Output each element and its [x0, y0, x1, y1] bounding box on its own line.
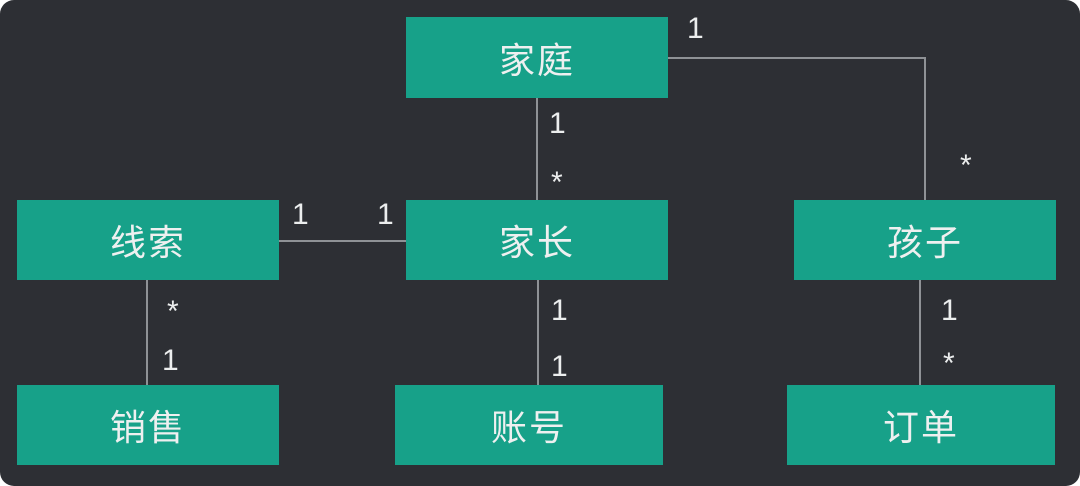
cardinality-lead-sales-1: 1: [162, 344, 179, 377]
edge-family-parent: [536, 98, 538, 200]
node-account-label: 账号: [490, 407, 567, 448]
cardinality-parent-account-1a: 1: [551, 294, 568, 327]
edge-lead-sales: [146, 280, 148, 385]
cardinality-child-order-many: *: [943, 347, 955, 380]
node-parent-label: 家长: [498, 222, 575, 263]
node-order-label: 订单: [882, 407, 959, 448]
node-family-label: 家庭: [498, 39, 575, 81]
cardinality-lead-parent-1a: 1: [292, 198, 309, 231]
cardinality-family-child-1: 1: [687, 12, 704, 45]
node-lead-label: 线索: [109, 222, 186, 263]
edge-family-child-vertical: [924, 57, 926, 200]
cardinality-family-child-many: *: [960, 149, 972, 182]
node-parent: 家长: [406, 200, 668, 280]
cardinality-parent-account-1b: 1: [551, 350, 568, 383]
edge-parent-account: [537, 280, 539, 385]
cardinality-lead-parent-1b: 1: [377, 198, 394, 231]
node-order: 订单: [787, 385, 1055, 465]
node-sales-label: 销售: [109, 407, 186, 448]
cardinality-lead-sales-many: *: [167, 295, 179, 328]
node-family: 家庭: [406, 17, 668, 98]
cardinality-family-parent-many: *: [551, 166, 563, 199]
cardinality-child-order-1: 1: [941, 294, 958, 327]
edge-family-child-horizontal: [668, 57, 926, 59]
node-account: 账号: [395, 385, 663, 465]
edge-lead-parent: [279, 240, 406, 242]
node-lead: 线索: [17, 200, 279, 280]
node-sales: 销售: [17, 385, 279, 465]
node-child: 孩子: [794, 200, 1056, 280]
cardinality-family-parent-1: 1: [549, 107, 566, 140]
node-child-label: 孩子: [886, 222, 963, 263]
edge-child-order: [919, 280, 921, 385]
